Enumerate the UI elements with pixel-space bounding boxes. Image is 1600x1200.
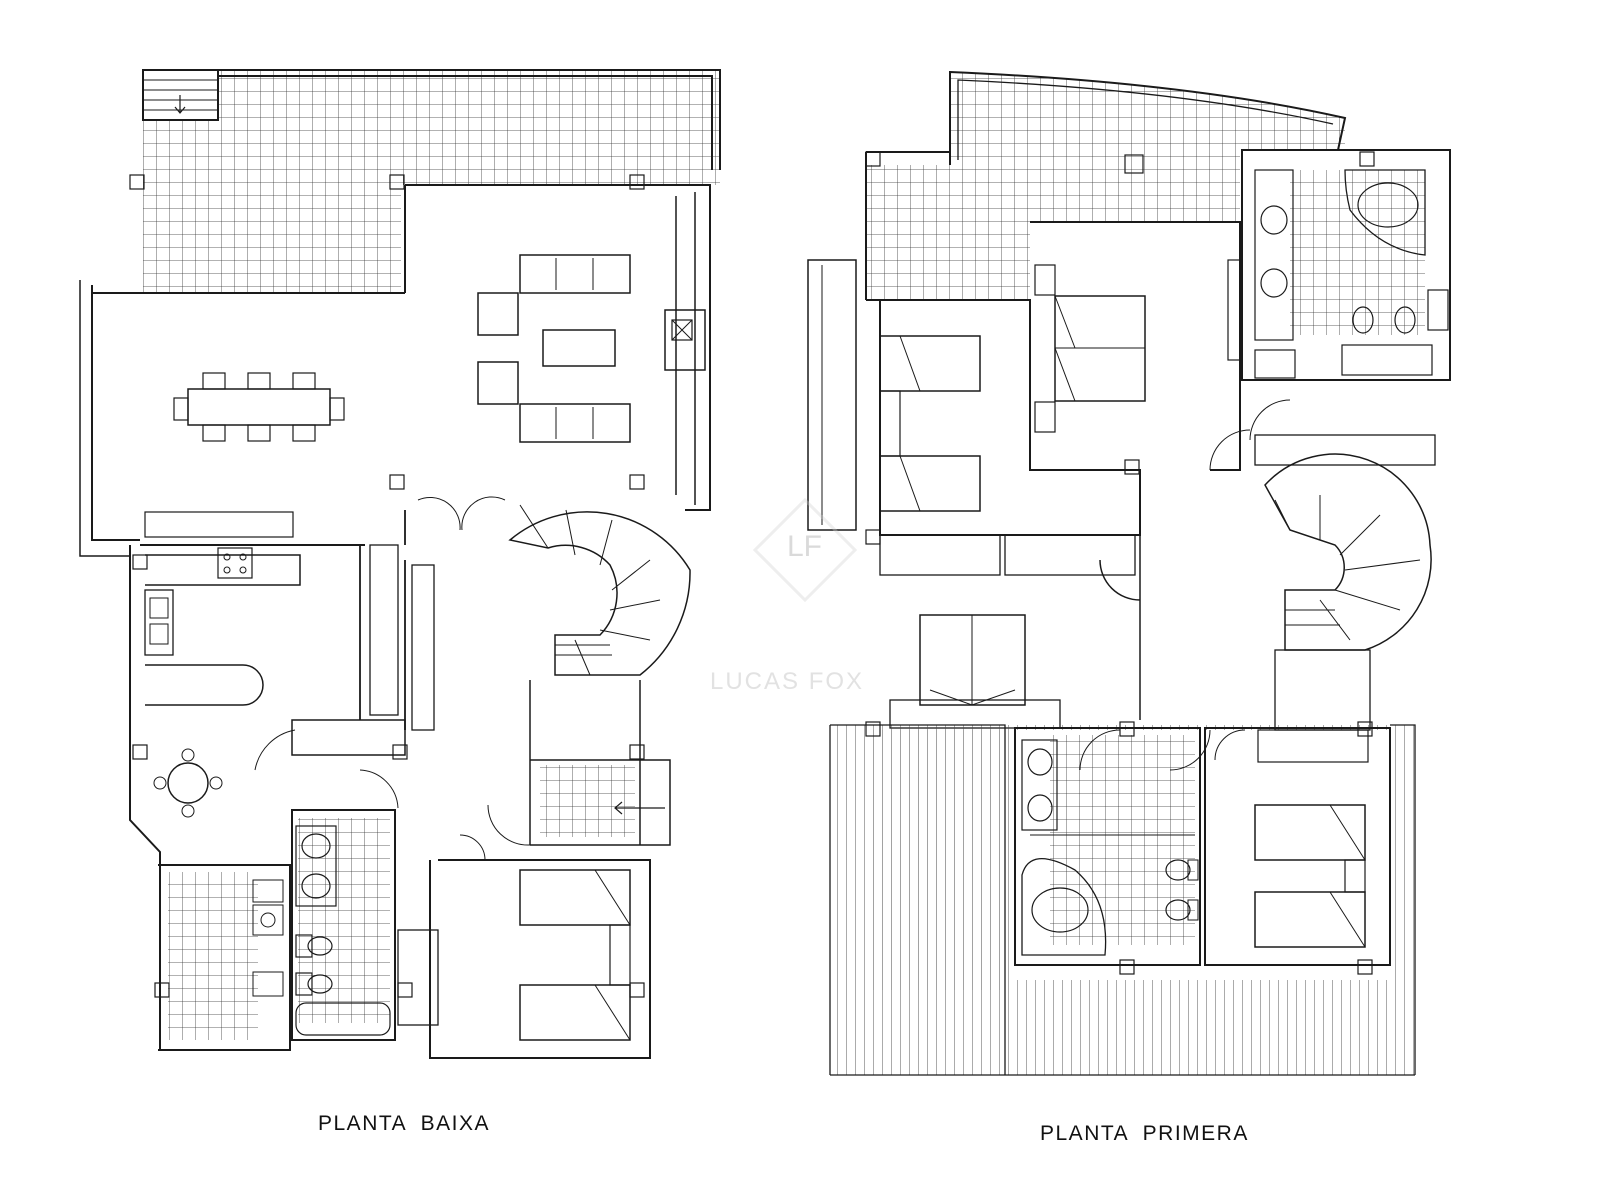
first-floor-title: PLANTA PRIMERA (1040, 1122, 1249, 1145)
watermark-name: LUCAS FOX (710, 668, 865, 695)
first-spiral-stair (1264, 453, 1432, 651)
first-bed-right (1254, 804, 1366, 861)
sofa (519, 254, 631, 294)
first-corner-tub (1344, 169, 1426, 256)
ground-bed (519, 869, 631, 926)
ground-floor-plan (79, 69, 721, 1059)
watermark-logo (752, 497, 858, 603)
first-bed-left (879, 335, 981, 392)
coffee-table (542, 329, 616, 367)
first-floor-plan (807, 70, 1451, 1076)
ground-spiral-stair (508, 511, 691, 676)
watermark (752, 497, 858, 603)
ground-terrace (143, 70, 720, 185)
breakfast-table (167, 762, 209, 804)
ground-floor-title: PLANTA BAIXA (318, 1112, 491, 1135)
first-bath-tub (1021, 857, 1107, 956)
first-terrace (866, 72, 1345, 300)
ground-bathtub (295, 1002, 391, 1036)
dining-table (187, 388, 331, 426)
watermark-monogram: LF (787, 530, 823, 563)
